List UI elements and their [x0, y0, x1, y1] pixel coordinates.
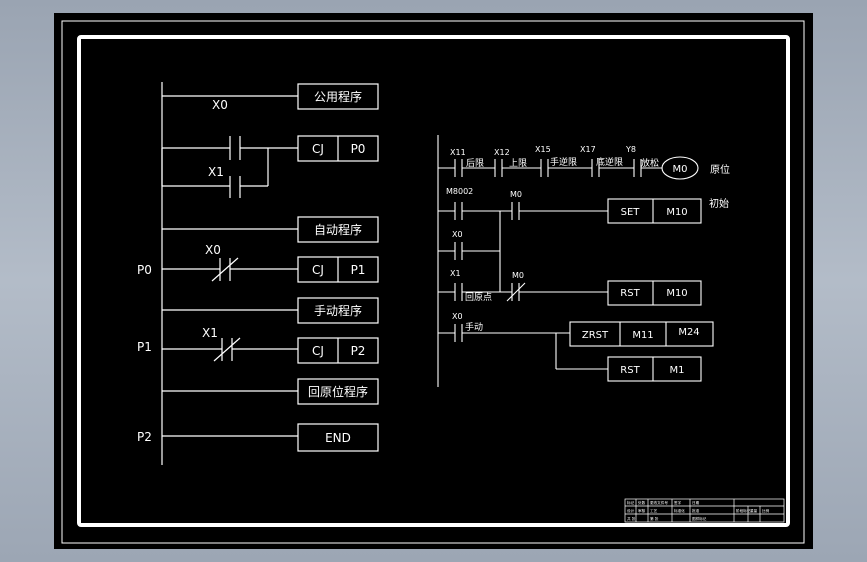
- label-rear-limit: 后限: [466, 158, 484, 169]
- right-ladder: [437, 135, 714, 387]
- text-manual-program: 手动程序: [314, 303, 362, 318]
- label-bottom-limit: 底逆限: [596, 156, 623, 168]
- text-cj-3: CJ: [312, 344, 324, 358]
- title-block-cell: 批准: [692, 508, 700, 513]
- label-x0-row5: X0: [452, 312, 463, 321]
- text-m10-rst: M10: [666, 288, 687, 299]
- text-m24: M24: [678, 327, 699, 338]
- label-x17: X17: [580, 145, 596, 154]
- text-cj-1: CJ: [312, 142, 324, 156]
- box-rst-m10: [607, 280, 702, 306]
- title-block-cell: 比例: [762, 508, 770, 513]
- title-block-cell: 重量: [750, 508, 758, 513]
- label-p2: P2: [137, 430, 152, 444]
- label-x0-p0: X0: [205, 243, 221, 257]
- text-coil-m0: M0: [673, 164, 688, 175]
- title-block-cell: 第 张: [650, 516, 659, 521]
- label-p0: P0: [137, 263, 152, 277]
- box-common-program: [297, 83, 379, 110]
- text-end: END: [325, 431, 351, 445]
- title-block-cell: 标记: [627, 500, 635, 505]
- title-block-cell: 日期: [692, 500, 700, 505]
- title-block-cell: 工艺: [650, 508, 658, 513]
- label-x1: X1: [208, 165, 224, 179]
- label-x0-top: X0: [212, 98, 228, 112]
- label-x0-row3: X0: [452, 230, 463, 239]
- note-initial: 初始: [709, 197, 729, 210]
- label-x1-p1: X1: [202, 326, 218, 340]
- label-p1: P1: [137, 340, 152, 354]
- label-hand-limit: 手逆限: [550, 156, 577, 168]
- left-ladder-text: X0 X1 X0 X1 P0 P1 P2 公用程序 CJ P0 自动程序 CJ …: [137, 89, 368, 445]
- coil-m0: [661, 156, 699, 180]
- title-block-cell: 处数: [638, 500, 646, 505]
- text-m10-set: M10: [666, 207, 687, 218]
- left-ladder: [161, 82, 379, 465]
- text-common-program: 公用程序: [314, 89, 362, 104]
- title-block-cell: 标准化: [674, 508, 685, 513]
- text-rst-m10: RST: [620, 288, 640, 299]
- label-x11: X11: [450, 148, 466, 157]
- label-y8: Y8: [625, 145, 636, 154]
- box-set-m10: [607, 198, 702, 224]
- title-block-cell: 阶段标记: [736, 508, 751, 513]
- note-home-position: 原位: [710, 163, 730, 176]
- text-cj-2: CJ: [312, 263, 324, 277]
- label-manual: 手动: [465, 321, 483, 333]
- text-p0-target: P0: [351, 142, 366, 156]
- label-x15: X15: [535, 145, 551, 154]
- box-home-program: [297, 378, 379, 405]
- text-home-program: 回原位程序: [308, 384, 368, 399]
- box-manual-program: [297, 297, 379, 324]
- text-zrst: ZRST: [582, 330, 609, 341]
- label-x1-row4: X1: [450, 269, 461, 278]
- box-auto-program: [297, 216, 379, 243]
- title-block-cell: 设计: [627, 508, 635, 513]
- title-block-text: 标记处数更改文件号 签字 日期设计审核工艺 标准化 批准 阶段标记重量比例共 张 第 张 图样…: [627, 500, 770, 521]
- label-m8002: M8002: [446, 187, 473, 196]
- inner-frame: [77, 35, 790, 527]
- text-p1-target: P1: [351, 263, 366, 277]
- label-x12: X12: [494, 148, 510, 157]
- text-p2-target: P2: [351, 344, 366, 358]
- title-block-cell: 签字: [674, 500, 682, 505]
- title-block-cell: 共 张: [627, 516, 636, 521]
- right-ladder-text: X11 X12 X15 X17 Y8 后限 上限 手逆限 底逆限 放松 M0 原…: [446, 145, 730, 376]
- box-zrst-m11-m24: [569, 321, 714, 347]
- title-block: [624, 498, 785, 523]
- label-return-origin: 回原点: [465, 292, 492, 303]
- title-block-cell: 图样标记: [692, 516, 707, 521]
- text-set: SET: [621, 207, 641, 218]
- text-auto-program: 自动程序: [314, 222, 362, 237]
- box-rst-m1: [607, 356, 702, 382]
- text-m11: M11: [632, 330, 653, 341]
- box-end: [297, 423, 379, 452]
- label-release: 放松: [641, 157, 659, 169]
- title-block-cell: 更改文件号: [650, 500, 668, 505]
- text-m1: M1: [670, 365, 685, 376]
- label-m0-nc: M0: [512, 271, 524, 280]
- label-m0-no: M0: [510, 190, 522, 199]
- outer-border: [61, 20, 805, 544]
- label-upper-limit: 上限: [509, 158, 527, 169]
- text-rst-m1: RST: [620, 365, 640, 376]
- title-block-cell: 审核: [638, 508, 646, 513]
